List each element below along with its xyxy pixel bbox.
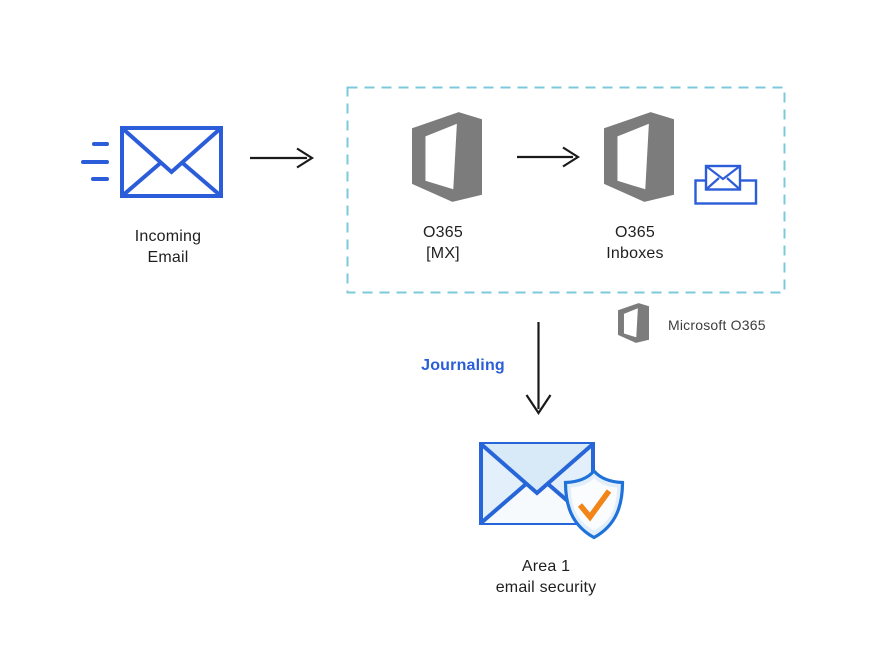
inbox-envelope-icon (694, 164, 758, 205)
area1-label: Area 1 email security (475, 556, 617, 598)
journaling-edge-label: Journaling (421, 357, 505, 374)
speed-line-icon (81, 160, 109, 164)
speed-line-icon (92, 142, 109, 146)
arrow-right-icon (250, 147, 315, 169)
o365-inboxes-label-line2: Inboxes (606, 245, 664, 262)
office365-icon (604, 112, 674, 202)
incoming-email-label-line1: Incoming (134, 228, 202, 245)
speed-line-icon (91, 177, 109, 181)
incoming-envelope-icon (120, 126, 223, 198)
o365-mx-label-line2: [MX] (426, 245, 460, 262)
incoming-email-label-line2: Email (147, 249, 189, 266)
office365-legend-icon (618, 303, 649, 343)
o365-group-dashed-box (346, 86, 786, 294)
incoming-email-label: Incoming Email (103, 226, 233, 268)
arrow-down-icon (525, 322, 552, 415)
arrow-right-icon (517, 146, 580, 168)
o365-mx-label: O365 [MX] (383, 222, 503, 264)
area1-label-line1: Area 1 (521, 558, 571, 575)
envelope-shield-check-icon (479, 442, 625, 540)
o365-inboxes-label: O365 Inboxes (575, 222, 695, 264)
o365-inboxes-label-line1: O365 (615, 224, 655, 241)
office365-icon (412, 112, 482, 202)
area1-label-line2: email security (495, 579, 597, 596)
legend-label: Microsoft O365 (668, 317, 766, 333)
o365-mx-label-line1: O365 (423, 224, 463, 241)
